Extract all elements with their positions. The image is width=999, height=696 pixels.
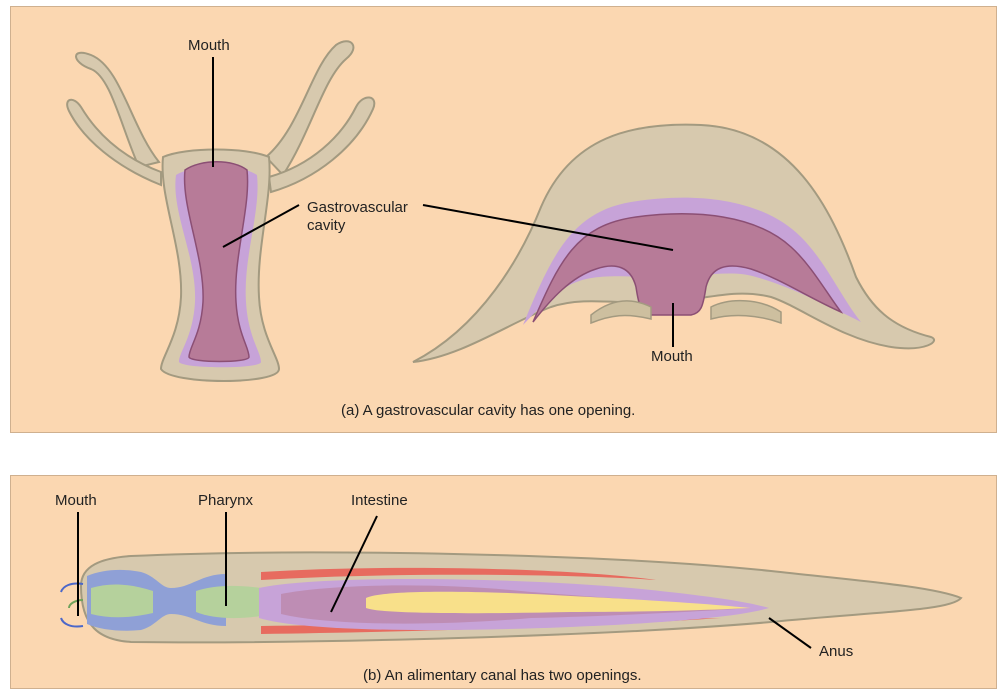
worm-antenna-mid <box>69 600 83 608</box>
label-gastrovascular-line1: Gastrovascular <box>307 199 408 217</box>
hydra-tentacle-right-outer <box>266 41 353 175</box>
worm-antenna-bottom <box>61 618 83 627</box>
label-anus: Anus <box>819 643 853 661</box>
panel-a-gastrovascular: Mouth Gastrovascular cavity Mouth (a) A … <box>10 6 997 433</box>
caption-a: (a) A gastrovascular cavity has one open… <box>341 402 635 419</box>
worm-buccal-cavity <box>91 584 153 617</box>
caption-b: (b) An alimentary canal has two openings… <box>363 667 642 684</box>
label-intestine: Intestine <box>351 492 408 510</box>
panel-a-illustration <box>11 7 998 434</box>
worm-pharynx <box>196 586 261 618</box>
worm-figure <box>61 552 961 642</box>
label-gastrovascular-line2: cavity <box>307 217 345 235</box>
label-mouth-hydra: Mouth <box>188 37 230 55</box>
leader-anus <box>769 618 811 648</box>
medusa-inner-flap-left <box>591 301 651 323</box>
panel-b-alimentary-canal: Mouth Pharynx Intestine Anus (b) An alim… <box>10 475 997 689</box>
medusa-inner-flap-right <box>711 301 781 323</box>
label-pharynx: Pharynx <box>198 492 253 510</box>
label-mouth-medusa: Mouth <box>651 348 693 366</box>
worm-antenna-top <box>61 583 83 592</box>
label-mouth-worm: Mouth <box>55 492 97 510</box>
